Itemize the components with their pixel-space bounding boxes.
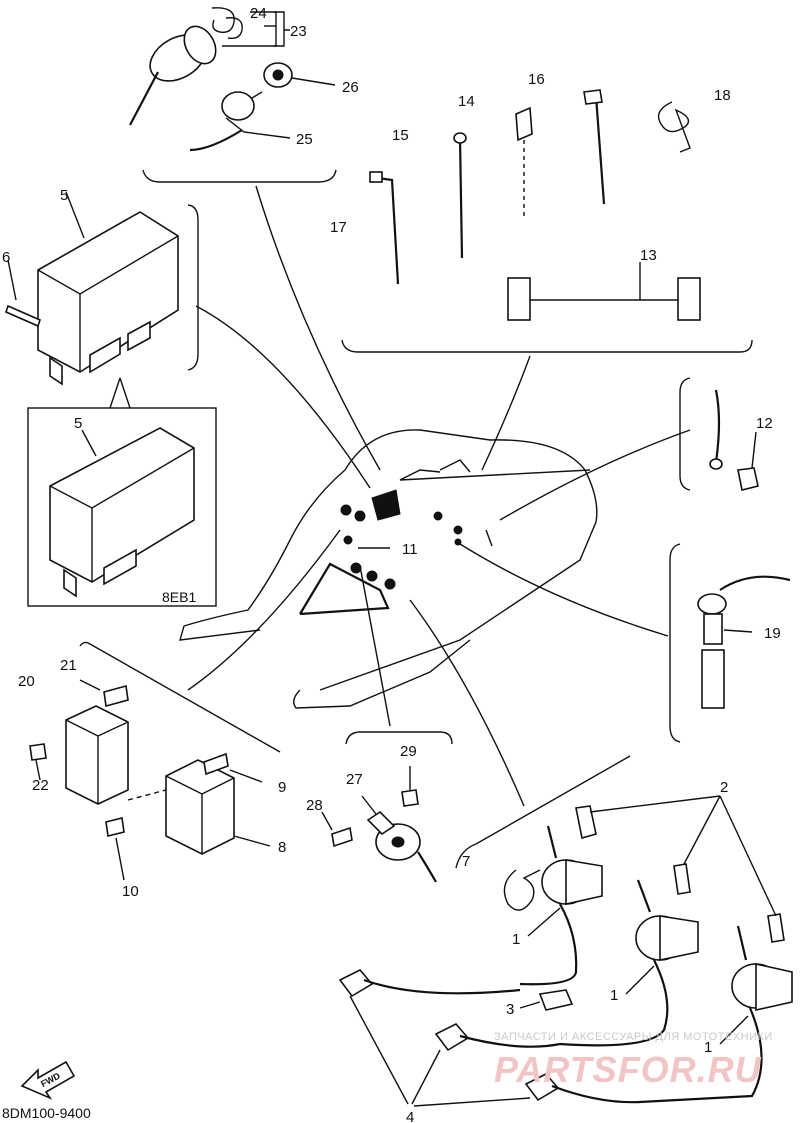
callout-9: 9 [278, 779, 286, 796]
bracket-23-24 [274, 11, 290, 47]
callout-19: 19 [764, 625, 781, 642]
callout-25: 25 [296, 131, 313, 148]
callout-6: 6 [2, 249, 10, 266]
callout-1: 1 [610, 987, 618, 1004]
callout-13: 13 [640, 247, 657, 264]
callout-18: 18 [714, 87, 731, 104]
callout-1: 1 [512, 931, 520, 948]
callout-7: 7 [462, 853, 470, 870]
callout-20: 20 [18, 673, 35, 690]
callout-17: 17 [330, 219, 347, 236]
callout-3: 3 [506, 1001, 514, 1018]
callout-29: 29 [400, 743, 417, 760]
relays-group [29, 641, 281, 881]
callout-2: 2 [720, 779, 728, 796]
callout-16: 16 [528, 71, 545, 88]
bands-group [341, 89, 753, 353]
callout-11: 11 [402, 541, 418, 558]
callout-22: 22 [32, 777, 49, 794]
watermark: ЗАПЧАСТИ И АКСЕССУАРЫ ДЛЯ МОТОТЕХНИКИ PA… [494, 1031, 773, 1090]
ignition-group [338, 755, 793, 1107]
watermark-brand: PARTSFOR.RU [494, 1049, 762, 1090]
callout-1: 1 [704, 1039, 712, 1056]
callout-12: 12 [756, 415, 773, 432]
watermark-caption: ЗАПЧАСТИ И АКСЕССУАРЫ ДЛЯ МОТОТЕХНИКИ [494, 1031, 773, 1043]
drawing-code: 8DM100-9400 [2, 1105, 91, 1121]
inset-code-label: 8EB1 [162, 589, 196, 605]
fwd-arrow-icon: FWD [20, 1060, 76, 1100]
vehicle-outline [179, 185, 691, 807]
callout-28: 28 [306, 797, 323, 814]
callout-24: 24 [250, 5, 267, 22]
callout-26: 26 [342, 79, 359, 96]
callout-4: 4 [406, 1109, 414, 1123]
part-19-group [669, 543, 791, 743]
callout-21: 21 [60, 657, 77, 674]
callout-14: 14 [458, 93, 475, 110]
callout-5: 5 [60, 187, 68, 204]
cdi-unit-main [5, 191, 199, 386]
sensor-group [321, 731, 453, 883]
callout-10: 10 [122, 883, 139, 900]
callout-23: 23 [290, 23, 307, 40]
callout-27: 27 [346, 771, 363, 788]
ground-lead-group [679, 377, 759, 491]
callouts: 1 1 1 2 3 4 5 5 6 7 8 9 10 11 12 13 14 1… [2, 5, 781, 1123]
callout-15: 15 [392, 127, 409, 144]
callout-8: 8 [278, 839, 286, 856]
main-switch-group [129, 7, 337, 183]
callout-5: 5 [74, 415, 82, 432]
inset-8eb1 [27, 377, 217, 607]
